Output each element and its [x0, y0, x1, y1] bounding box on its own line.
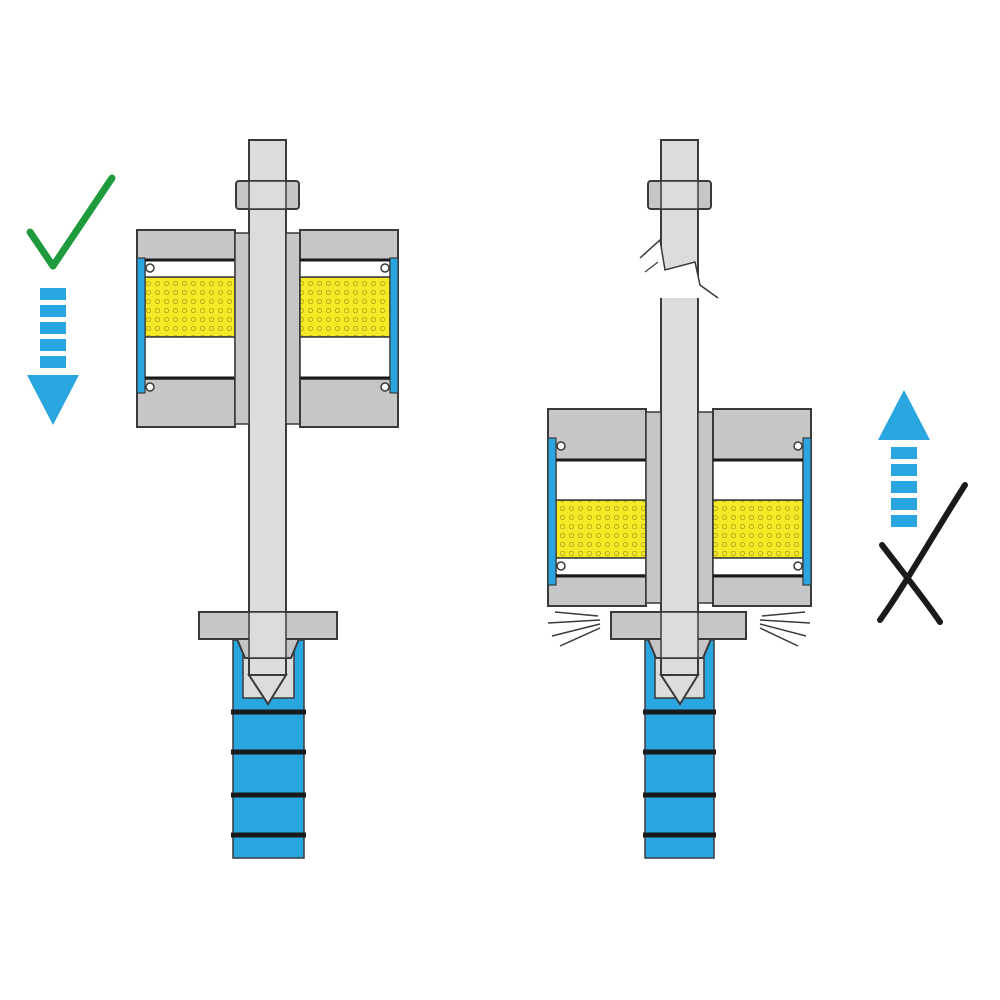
shaft-break-mark [640, 240, 718, 298]
bearing-assembly [547, 408, 812, 607]
correct-panel [26, 139, 399, 859]
impact-marks [547, 611, 811, 647]
incorrect-panel [547, 139, 968, 859]
check-icon [26, 174, 116, 270]
bearing-assembly [136, 229, 399, 428]
mounting-shaft [235, 139, 300, 706]
cross-icon [877, 482, 968, 625]
mounting-shaft [639, 139, 719, 706]
arrow-up-icon [878, 390, 930, 527]
base-plate [610, 611, 747, 659]
base-plate [198, 611, 338, 659]
arrow-down-icon [27, 288, 79, 425]
